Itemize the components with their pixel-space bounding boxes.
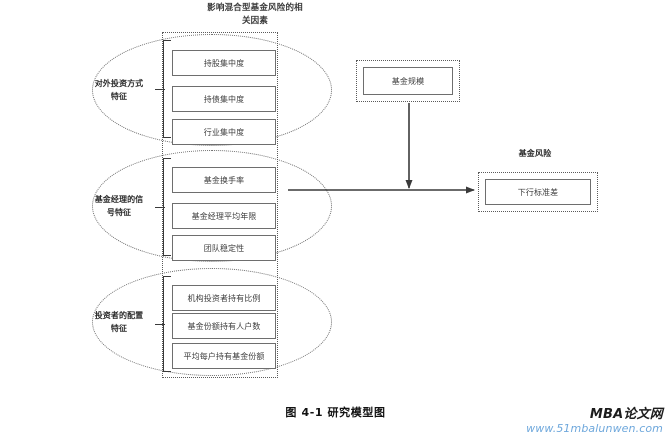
indicator-box-unit-holder-count: 基金份额持有人户数 [172, 313, 276, 339]
bracket-tick [155, 207, 165, 208]
watermark-url: www.51mbalunwen.com [526, 422, 663, 435]
group-label-line-2: 特征 [110, 323, 128, 333]
group-label-investment-style: 对外投资方式 特征 [80, 78, 158, 103]
bracket-tick [155, 89, 165, 90]
indicator-box-institutional-holding-ratio: 机构投资者持有比例 [172, 285, 276, 311]
figure-caption: 图 4-1 研究模型图 [285, 406, 386, 419]
indicator-container [162, 32, 278, 378]
group-label-manager-signal: 基金经理的信 号特征 [80, 194, 158, 219]
fund-size-container: 基金规模 [356, 60, 460, 102]
indicator-box-fund-turnover-rate: 基金换手率 [172, 167, 276, 193]
risk-outcome-container: 下行标准差 [478, 172, 598, 212]
indicator-box-team-stability: 团队稳定性 [172, 235, 276, 261]
indicator-box-industry-concentration: 行业集中度 [172, 119, 276, 145]
diagram-title-line-2: 关因素 [241, 16, 269, 26]
indicator-box-bond-concentration: 持债集中度 [172, 86, 276, 112]
indicator-box-average-units-per-holder: 平均每户持有基金份额 [172, 343, 276, 369]
risk-outcome-box: 下行标准差 [485, 179, 591, 205]
diagram-title: 影响混合型基金风险的相 关因素 [150, 2, 360, 28]
bracket-group-3 [155, 276, 173, 372]
watermark: MBA论文网 www.51mbalunwen.com [526, 408, 663, 436]
group-label-line-1: 基金经理的信 [94, 195, 144, 204]
bracket-group-2 [155, 158, 173, 256]
watermark-title: MBA论文网 [589, 407, 663, 422]
bracket-tick [155, 324, 165, 325]
fund-size-box: 基金规模 [363, 67, 453, 95]
indicator-box-manager-average-tenure: 基金经理平均年限 [172, 203, 276, 229]
group-label-line-2: 特征 [110, 91, 128, 101]
group-label-line-1: 对外投资方式 [94, 79, 144, 88]
bracket-group-1 [155, 40, 173, 138]
group-label-line-1: 投资者的配置 [94, 311, 144, 320]
group-label-line-2: 号特征 [106, 207, 132, 217]
indicator-box-stock-concentration: 持股集中度 [172, 50, 276, 76]
risk-outcome-heading: 基金风险 [518, 149, 552, 158]
diagram-title-line-1: 影响混合型基金风险的相 [207, 3, 303, 13]
group-label-investor-allocation: 投资者的配置 特征 [80, 310, 158, 335]
